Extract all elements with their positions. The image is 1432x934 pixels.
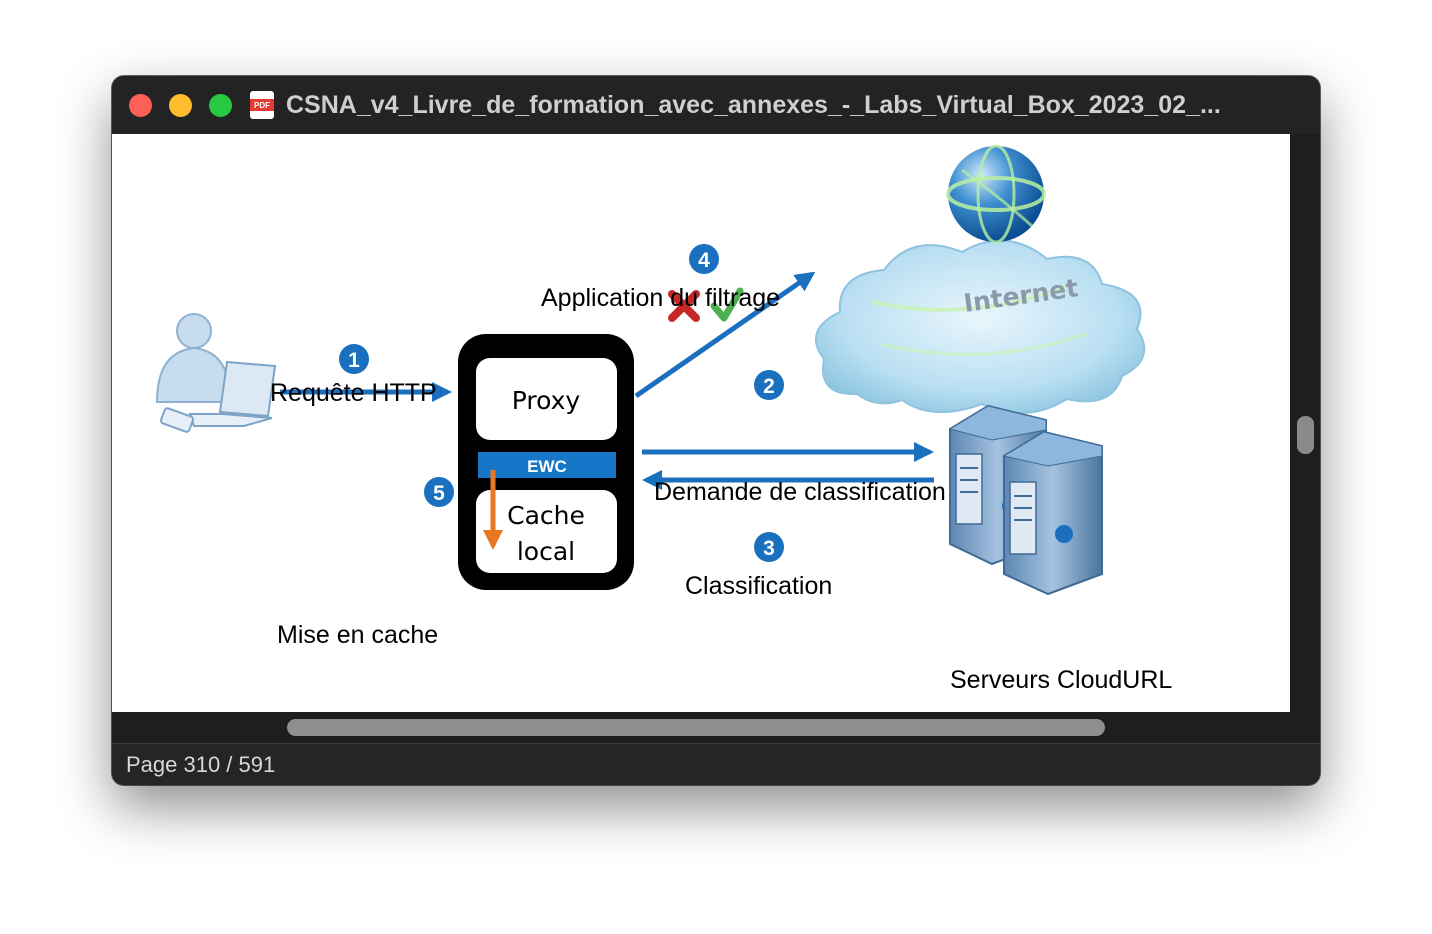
ewc-label: EWC [527,457,567,476]
deny-cross-icon [668,290,700,322]
step-1-number: 1 [348,349,360,372]
allow-check-icon [710,287,744,322]
filtering-label: Application du filtrage [541,284,781,312]
cache-label-line2: local [517,537,575,566]
window-title: CSNA_v4_Livre_de_formation_avec_annexes_… [286,91,1221,119]
step-3-badge: 3 [754,532,784,562]
document-page-view[interactable]: 1 Proxy EWC Cache local 5 [112,134,1290,712]
user-computer-icon [155,313,277,433]
page-indicator: Page 310 / 591 [126,752,276,777]
step-2-badge: 2 [754,370,784,400]
classification-request-label: Demande de classification [654,478,946,506]
proxy-box [476,358,617,440]
minimize-button[interactable] [169,94,192,117]
step-1-badge: 1 [339,344,369,374]
status-bar: Page 310 / 591 [112,743,1320,785]
caching-label: Mise en cache [277,621,439,649]
server-icon [1002,430,1103,596]
proxy-flow-diagram: 1 Proxy EWC Cache local 5 [155,144,1146,596]
step-3-number: 3 [763,537,775,560]
ewc-bar [478,452,616,478]
vertical-scroll-thumb[interactable] [1297,416,1314,454]
horizontal-scroll-thumb[interactable] [287,719,1105,736]
zoom-button[interactable] [209,94,232,117]
proxy-device: Proxy EWC Cache local [458,334,634,590]
pdf-icon-label: PDF [254,101,270,110]
http-request-label: Requête HTTP [270,379,437,407]
servers-label: Serveurs CloudURL [950,666,1173,694]
step-4-badge: 4 [689,244,719,274]
internet-arrow [634,271,816,399]
step-4-number: 4 [698,249,710,272]
local-cache-box [476,490,617,573]
step-5-number: 5 [433,482,445,505]
step-5-badge: 5 [424,477,454,507]
title-bar[interactable]: PDF CSNA_v4_Livre_de_formation_avec_anne… [112,76,1320,134]
step-2-number: 2 [763,375,775,398]
proxy-label: Proxy [512,386,581,415]
cache-label-line1: Cache [507,501,585,530]
cloudurl-servers-icon [948,404,1103,596]
pdf-file-icon: PDF [250,91,274,119]
pdf-viewer-window: PDF CSNA_v4_Livre_de_formation_avec_anne… [112,76,1320,785]
internet-cloud-icon: Internet [815,144,1146,414]
classification-label: Classification [685,572,833,600]
close-button[interactable] [129,94,152,117]
